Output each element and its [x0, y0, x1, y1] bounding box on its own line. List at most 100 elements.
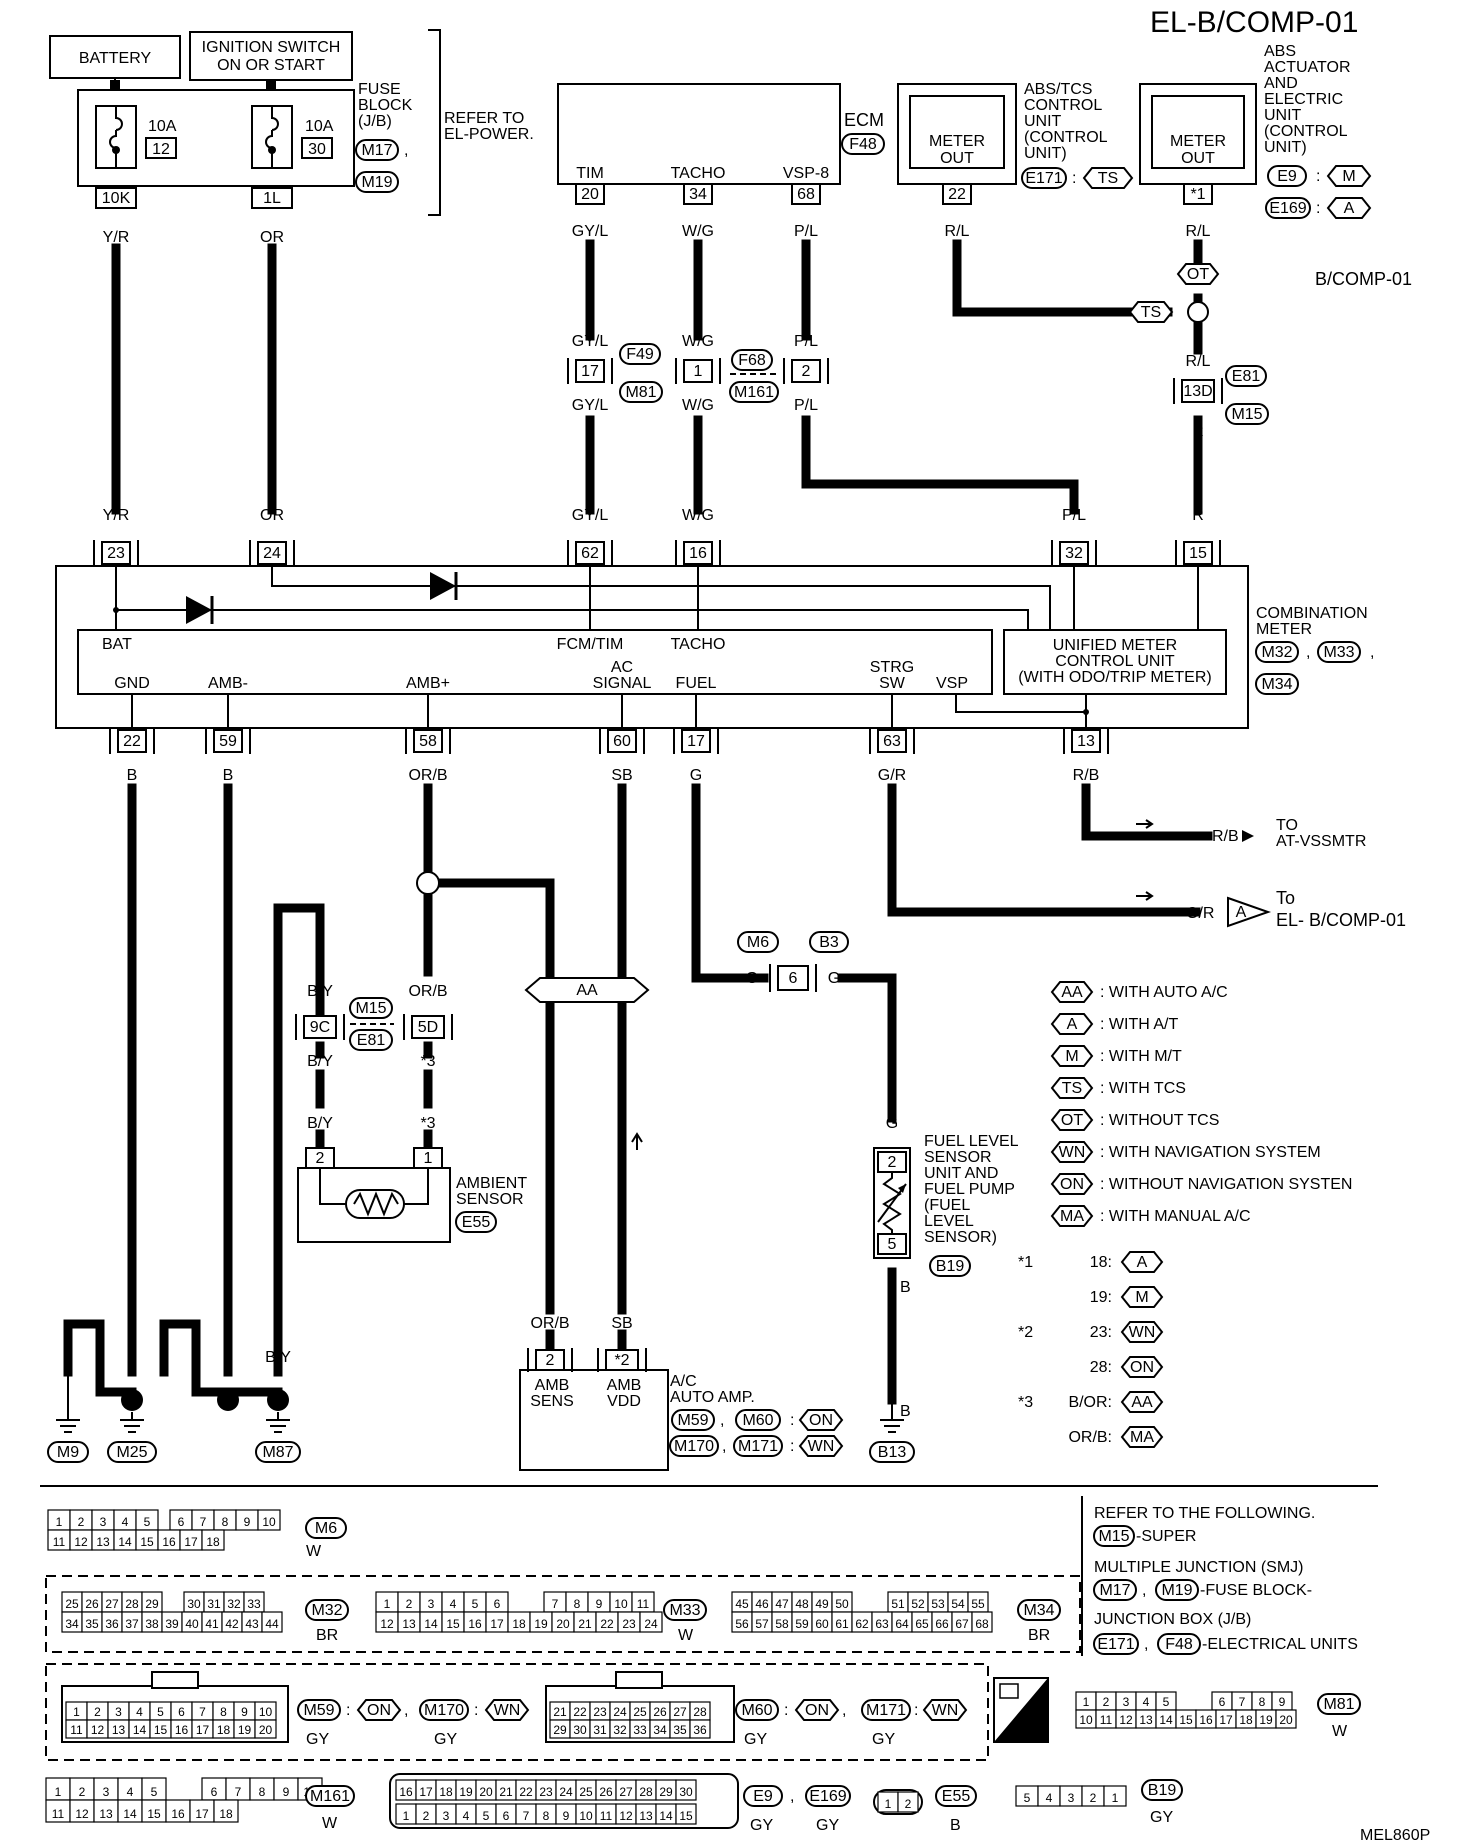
face-e55: E55: [942, 1788, 971, 1805]
pin-cell: [639, 1611, 663, 1633]
pin-number: 12: [91, 1723, 105, 1737]
opt-a: A: [1344, 200, 1355, 217]
battery-block: BATTERY: [49, 35, 181, 79]
conn-f68: F68: [738, 352, 766, 369]
meter-unified-2: CONTROL UNIT: [1055, 653, 1175, 670]
fuel-label-3: UNIT AND: [924, 1165, 998, 1182]
face-e9: E9: [753, 1788, 773, 1805]
pin-number: 5: [1163, 1695, 1170, 1709]
abs-tcs-meter-out-1: METER: [929, 133, 985, 150]
conn-m6-mid: M6: [747, 934, 769, 951]
pin-number: 22: [519, 1785, 533, 1799]
mid-wire-rl: R/L: [1186, 353, 1211, 370]
pin-number: 15: [1179, 1713, 1193, 1727]
refer-e171: E171: [1097, 1636, 1134, 1653]
note-symbol: ON: [1130, 1359, 1154, 1376]
meter-bottom-pins: 22 59 58 60 17 63 13 B B OR/B SB G G/R R…: [109, 728, 1109, 784]
abs-act-label-2: ACTUATOR: [1264, 59, 1351, 76]
legend-text: : WITHOUT TCS: [1100, 1112, 1219, 1129]
face-e55-color: B: [950, 1817, 961, 1834]
meter-tacho-label: TACHO: [671, 636, 726, 653]
meter-vsp-label: VSP: [936, 675, 968, 692]
meter-bottom-pin-4: 17: [687, 733, 705, 750]
lower-wire-b-fuel: B: [900, 1279, 911, 1296]
meter-bottom-wire-4: G: [690, 767, 702, 784]
pin-number: 2: [78, 1515, 85, 1529]
abs-act-label-1: ABS: [1264, 43, 1296, 60]
ecm-wire-gyl: GY/L: [572, 223, 609, 240]
fuel-label-2: SENSOR: [924, 1149, 992, 1166]
pin-number: 8: [1259, 1695, 1266, 1709]
hs-label: H.S.: [1007, 1725, 1034, 1741]
pin-number: 3: [103, 1785, 110, 1799]
meter-bottom-wire-6: R/B: [1073, 767, 1100, 784]
pin-number: 3: [443, 1809, 450, 1823]
pin-number: 30: [573, 1723, 587, 1737]
pin-number: 7: [1239, 1695, 1246, 1709]
pin-number: 34: [65, 1617, 79, 1631]
abs-tcs-wire: R/L: [945, 223, 970, 240]
pin-number: 13: [1139, 1713, 1153, 1727]
face-m81-color: W: [1332, 1723, 1348, 1740]
face-m170: M170: [424, 1702, 464, 1719]
fuse-block-label-1: FUSE: [358, 81, 401, 98]
pin-number: 2: [423, 1809, 430, 1823]
svg-text:,: ,: [720, 1412, 724, 1429]
conn-m60-mid: M60: [742, 1412, 773, 1429]
pin-cell: [261, 1611, 283, 1633]
pin-number: 4: [136, 1705, 143, 1719]
pin-number: 12: [1119, 1713, 1133, 1727]
note-value: 19:: [1090, 1289, 1112, 1306]
pin-number: 4: [127, 1785, 134, 1799]
meter-top-wire-5: R: [1192, 507, 1204, 524]
pin-number: 11: [1100, 1713, 1113, 1727]
pin-number: 14: [659, 1809, 673, 1823]
pin-number: 24: [559, 1785, 573, 1799]
meter-bottom-wire-3: SB: [611, 767, 632, 784]
pin-number: 2: [94, 1705, 101, 1719]
pin-number: 13: [112, 1723, 126, 1737]
pin-cell: [1103, 1785, 1127, 1807]
conn-b19-mid: B19: [936, 1258, 965, 1275]
meter-ac-signal-2: SIGNAL: [593, 675, 652, 692]
conn-f48: F48: [849, 136, 877, 153]
refer-line-4: -FUSE BLOCK-: [1200, 1582, 1312, 1599]
pin-number: 55: [971, 1597, 985, 1611]
meter-bottom-wire-2: OR/B: [408, 767, 447, 784]
meter-fuel-label: FUEL: [676, 675, 717, 692]
pin-number: 62: [855, 1617, 869, 1631]
pin-number: 63: [875, 1617, 889, 1631]
refer-m19: M19: [1161, 1582, 1192, 1599]
svg-text::: :: [784, 1702, 788, 1719]
pin-number: 30: [187, 1597, 201, 1611]
refer-label-2: EL-POWER.: [444, 126, 534, 143]
pin-number: 13: [96, 1535, 110, 1549]
note-symbol: M: [1135, 1289, 1148, 1306]
ground-symbols: [56, 1372, 904, 1433]
fuse-a-amp: 10A: [148, 118, 177, 135]
fuel-label-6: LEVEL: [924, 1213, 974, 1230]
abs-act-meter-out-1: METER: [1170, 133, 1226, 150]
pin-number: 38: [145, 1617, 159, 1631]
out-wire-gr: G/R: [1186, 905, 1214, 922]
mid-pin-13d: 13D: [1183, 383, 1212, 400]
pin-number: 4: [450, 1597, 457, 1611]
pin-number: 6: [178, 1705, 185, 1719]
ecm-block: TIM TACHO VSP-8 20 34 68: [557, 83, 841, 205]
note-star: *2: [1018, 1324, 1033, 1341]
pin-number: 43: [245, 1617, 259, 1631]
pin-number: 9: [563, 1809, 570, 1823]
conn-m170-mid: M170: [674, 1438, 714, 1455]
note-value: OR/B:: [1068, 1429, 1112, 1446]
note-symbol: MA: [1130, 1429, 1154, 1446]
fuse-block: 10A 12 10A 30 10K 1L: [77, 89, 355, 209]
pin-number: 4: [463, 1809, 470, 1823]
pin-number: 2: [905, 1797, 912, 1811]
conn-m81: M81: [625, 384, 656, 401]
pin-number: 27: [105, 1597, 119, 1611]
face-b19-color: GY: [1150, 1809, 1173, 1826]
meter-bottom-pin-3: 60: [613, 733, 631, 750]
pin-number: 64: [895, 1617, 909, 1631]
